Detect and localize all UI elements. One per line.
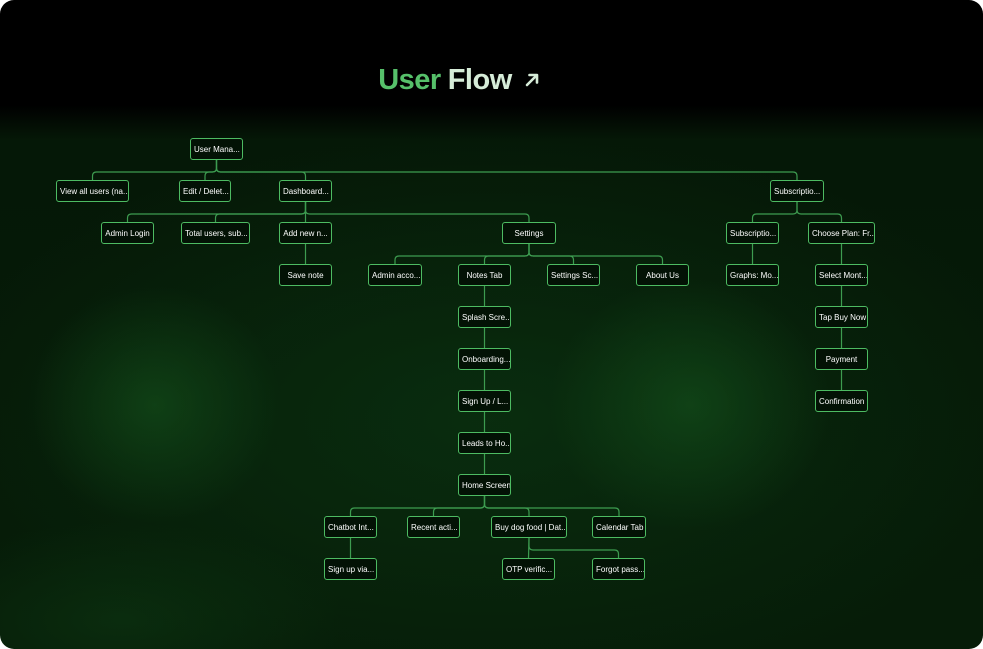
flow-node-user-management[interactable]: User Mana... bbox=[190, 138, 243, 160]
connector-user-management-to-edit-delete bbox=[204, 160, 218, 180]
flow-node-otp-verification[interactable]: OTP verific... bbox=[502, 558, 555, 580]
connector-user-management-to-dashboard bbox=[215, 160, 307, 180]
flow-node-total-users[interactable]: Total users, sub... bbox=[181, 222, 250, 244]
flow-node-confirmation[interactable]: Confirmation bbox=[815, 390, 868, 412]
flow-node-subscription[interactable]: Subscriptio... bbox=[770, 180, 824, 202]
flow-node-edit-delete[interactable]: Edit / Delet... bbox=[179, 180, 231, 202]
connector-dashboard-to-settings bbox=[304, 202, 530, 222]
flow-node-about-us[interactable]: About Us bbox=[636, 264, 689, 286]
title-part-flow: Flow bbox=[447, 64, 513, 96]
title-part-user: User bbox=[378, 64, 441, 96]
connector-home-screen-to-chatbot bbox=[349, 496, 486, 516]
flow-node-tap-buy-now[interactable]: Tap Buy Now bbox=[815, 306, 868, 328]
connector-settings-to-admin-account bbox=[394, 244, 530, 264]
flow-node-recent-activity[interactable]: Recent acti... bbox=[407, 516, 460, 538]
flow-node-forgot-password[interactable]: Forgot pass... bbox=[592, 558, 645, 580]
flow-node-home-screen[interactable]: Home Screen bbox=[458, 474, 511, 496]
connector-home-screen-to-recent-activity bbox=[432, 496, 486, 516]
flow-node-subscription-sub[interactable]: Subscriptio... bbox=[726, 222, 779, 244]
flow-node-chatbot[interactable]: Chatbot Int... bbox=[324, 516, 377, 538]
flow-node-onboarding[interactable]: Onboarding... bbox=[458, 348, 511, 370]
flow-node-add-new-note[interactable]: Add new n... bbox=[279, 222, 332, 244]
connector-settings-to-about-us bbox=[528, 244, 664, 264]
flow-node-view-all-users[interactable]: View all users (na... bbox=[56, 180, 129, 202]
flow-node-save-note[interactable]: Save note bbox=[279, 264, 332, 286]
connector-buy-dog-food-to-forgot-password bbox=[528, 538, 620, 558]
connector-user-management-to-view-all-users bbox=[91, 160, 218, 180]
flow-node-sign-up-via[interactable]: Sign up via... bbox=[324, 558, 377, 580]
flow-node-graphs[interactable]: Graphs: Mo... bbox=[726, 264, 779, 286]
connector-settings-to-notes-tab bbox=[483, 244, 530, 264]
flow-node-choose-plan[interactable]: Choose Plan: Fr... bbox=[808, 222, 875, 244]
flow-node-leads-to-home[interactable]: Leads to Ho... bbox=[458, 432, 511, 454]
connector-settings-to-settings-screen bbox=[528, 244, 575, 264]
connector-dashboard-to-admin-login bbox=[126, 202, 307, 222]
flow-node-splash-screen[interactable]: Splash Scre... bbox=[458, 306, 511, 328]
flow-node-notes-tab[interactable]: Notes Tab bbox=[458, 264, 511, 286]
flow-node-settings[interactable]: Settings bbox=[502, 222, 556, 244]
flow-node-buy-dog-food[interactable]: Buy dog food | Dat... bbox=[491, 516, 567, 538]
arrow-up-right-icon bbox=[525, 73, 539, 87]
flow-node-admin-account[interactable]: Admin acco... bbox=[368, 264, 422, 286]
flow-node-settings-screen[interactable]: Settings Sc... bbox=[547, 264, 600, 286]
flow-node-admin-login[interactable]: Admin Login bbox=[101, 222, 154, 244]
connector-dashboard-to-total-users bbox=[214, 202, 307, 222]
flow-node-sign-up-login[interactable]: Sign Up / L... bbox=[458, 390, 511, 412]
connector-user-management-to-subscription bbox=[215, 160, 798, 180]
flow-node-calendar-tab[interactable]: Calendar Tab bbox=[592, 516, 646, 538]
flow-node-dashboard[interactable]: Dashboard... bbox=[279, 180, 332, 202]
flow-node-payment[interactable]: Payment bbox=[815, 348, 868, 370]
flow-node-select-month[interactable]: Select Mont... bbox=[815, 264, 868, 286]
connector-home-screen-to-buy-dog-food bbox=[483, 496, 530, 516]
connector-home-screen-to-calendar-tab bbox=[483, 496, 620, 516]
connector-subscription-to-subscription-sub bbox=[751, 202, 798, 222]
connector-subscription-to-choose-plan bbox=[796, 202, 843, 222]
